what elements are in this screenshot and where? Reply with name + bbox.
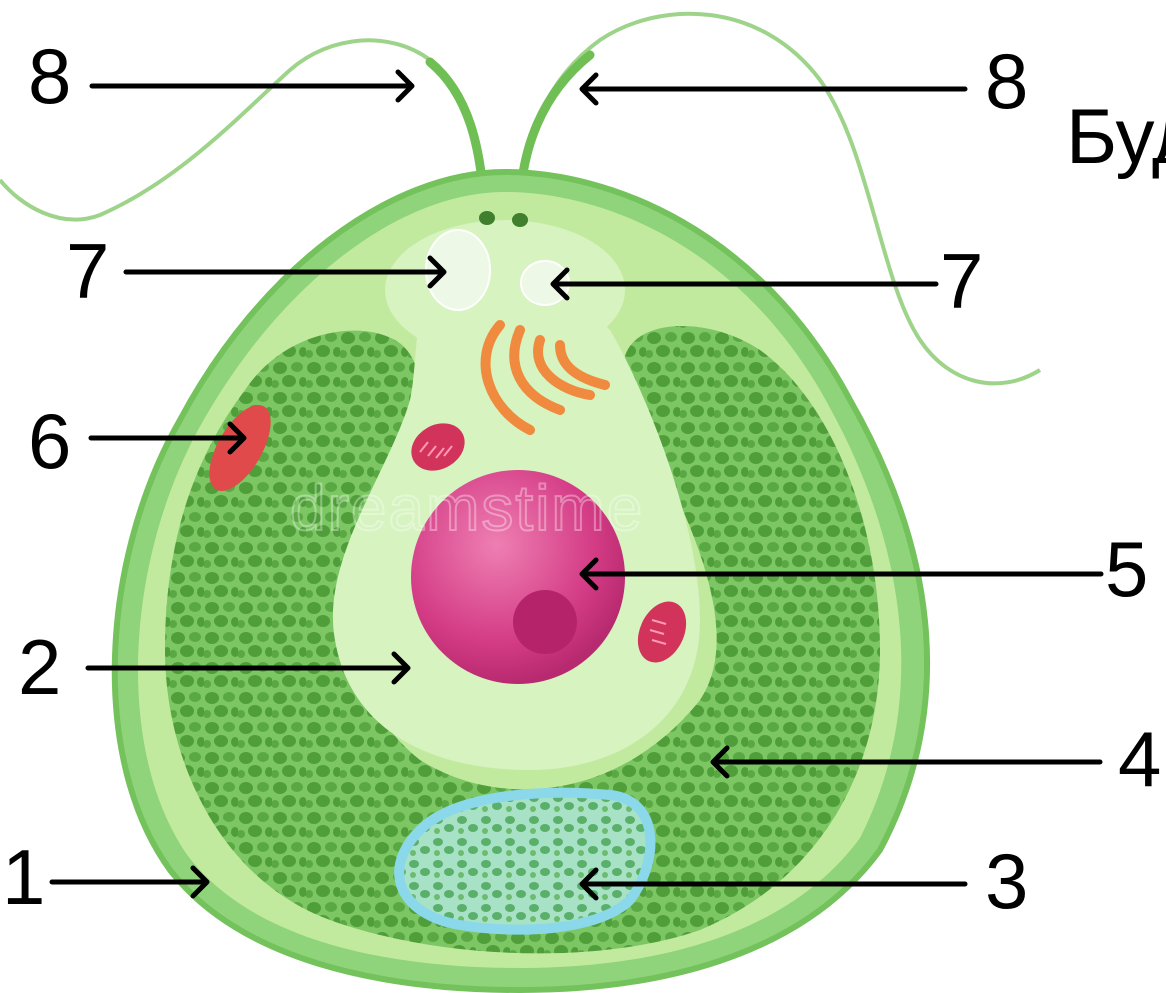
nucleolus (513, 590, 577, 654)
paramylon-body (399, 793, 650, 930)
title-partial: Буд (1066, 92, 1166, 180)
label-8-left: 8 (28, 32, 71, 120)
label-7-left: 7 (66, 227, 109, 315)
basal-body-left (479, 211, 495, 225)
label-8-right: 8 (985, 37, 1028, 125)
label-7-right: 7 (940, 237, 983, 325)
label-1: 1 (2, 833, 45, 921)
label-6: 6 (28, 397, 71, 485)
label-4: 4 (1118, 715, 1161, 803)
cytoplasm-top (385, 220, 625, 360)
arrow-8-right (582, 75, 965, 103)
basal-body-right (512, 213, 528, 227)
arrow-8-left (92, 72, 412, 100)
label-5: 5 (1105, 525, 1148, 613)
label-3: 3 (985, 837, 1028, 925)
label-2: 2 (18, 623, 61, 711)
watermark: dreamstime (290, 472, 644, 544)
